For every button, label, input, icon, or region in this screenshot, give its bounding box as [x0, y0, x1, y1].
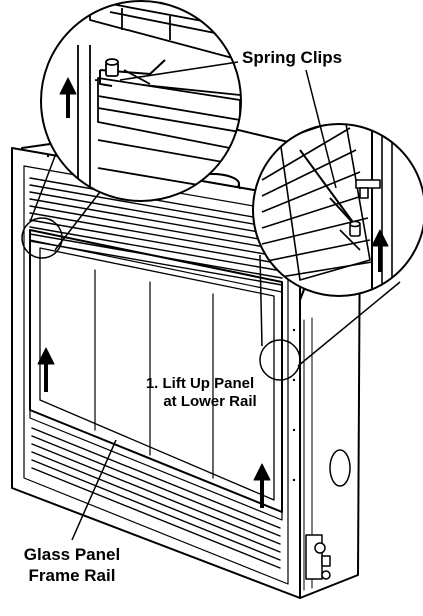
lower-rail — [29, 409, 283, 521]
leader-spring-clip-left — [119, 61, 239, 81]
up-arrow-icon — [253, 463, 271, 508]
label-lift-panel-line1: 1. Lift Up Panel — [146, 375, 254, 392]
callout-circle-right — [259, 339, 301, 381]
label-spring-clips: Spring Clips — [242, 48, 342, 67]
label-lift-panel-line2: at Lower Rail — [163, 393, 256, 410]
lift-arrows — [37, 77, 389, 508]
label-glass-panel-line1: Glass Panel — [24, 545, 120, 564]
label-frame-rail-line2: Frame Rail — [29, 566, 116, 585]
leader-frame-rail — [71, 439, 117, 541]
front-frame — [11, 147, 301, 599]
up-arrow-icon — [371, 229, 389, 272]
lower-louvers — [31, 427, 281, 569]
up-arrow-icon — [37, 347, 55, 392]
leader-spring-clip-right — [305, 69, 337, 189]
labels: Spring Clips 1. Lift Up Panel at Lower R… — [24, 48, 342, 585]
callout-circle-left — [21, 217, 63, 259]
up-arrow-icon — [59, 77, 77, 118]
glass-panel — [39, 247, 275, 501]
upper-louvers — [29, 177, 283, 286]
leader-lines — [71, 61, 337, 541]
magnifier-connectors — [29, 147, 401, 367]
detail-magnifier-left — [40, 0, 242, 202]
gas-connection — [305, 449, 351, 580]
firebox-panels — [94, 269, 214, 479]
